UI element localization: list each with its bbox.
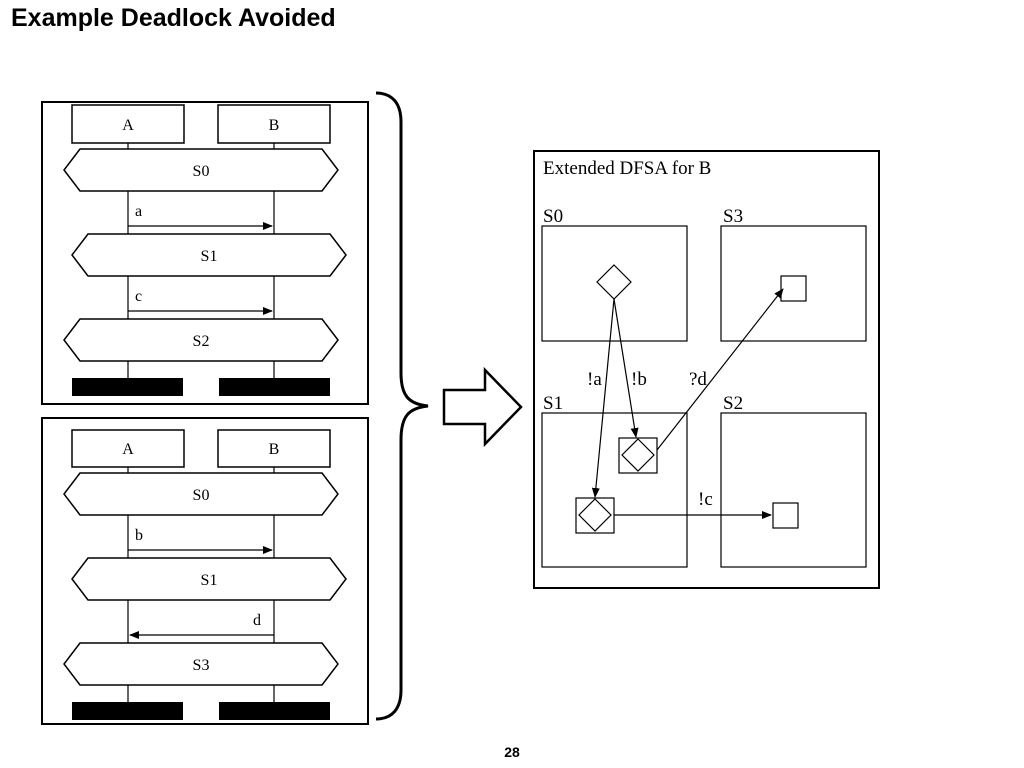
process-end-bar-a xyxy=(72,378,183,396)
transition-label-d: ?d xyxy=(689,369,707,390)
state-label: S0 xyxy=(193,163,210,180)
process-header-a xyxy=(71,429,185,468)
dfsa-panel: Extended DFSA for B S0 S3 S1 S2 !a !b ?d… xyxy=(533,150,880,589)
scenario-2-msc: A B S0 b S1 d S3 xyxy=(41,417,369,725)
process-label-b: B xyxy=(269,117,280,134)
transition-arrow-b xyxy=(613,298,639,438)
implies-arrow xyxy=(442,366,523,448)
transition-arrow-d xyxy=(656,288,784,451)
transition-label-b: !b xyxy=(631,369,647,390)
state-label: S1 xyxy=(201,572,218,589)
dfsa-state-label-s2: S2 xyxy=(723,393,743,414)
state-label: S2 xyxy=(193,333,210,350)
process-header-b xyxy=(217,104,331,144)
process-end-bar-b xyxy=(219,702,330,720)
process-label-a: A xyxy=(122,441,134,458)
scenario-1-frame xyxy=(41,101,369,405)
state-condition-s1 xyxy=(71,233,347,277)
transition-label-a: !a xyxy=(587,369,602,390)
slide-title: Example Deadlock Avoided xyxy=(11,4,336,32)
state-condition-s0 xyxy=(63,148,339,192)
state-condition-s2 xyxy=(63,318,339,362)
process-label-a: A xyxy=(122,117,134,134)
message-label: c xyxy=(135,288,142,305)
dfsa-state-s2 xyxy=(720,412,867,568)
transition-label-c: !c xyxy=(698,489,713,510)
process-end-bar-a xyxy=(72,702,183,720)
dfsa-state-label-s3: S3 xyxy=(723,206,743,227)
message-label: a xyxy=(135,203,142,220)
transition-arrow-a xyxy=(591,298,615,498)
state-condition-s1 xyxy=(71,557,347,601)
node-s2 xyxy=(772,502,799,529)
process-end-bar-b xyxy=(219,378,330,396)
state-label: S3 xyxy=(193,657,210,674)
state-condition-s0 xyxy=(63,472,339,516)
decision-node-s1-b xyxy=(621,438,655,472)
state-label: S1 xyxy=(201,248,218,265)
dfsa-state-label-s0: S0 xyxy=(543,206,563,227)
dfsa-state-s3 xyxy=(720,225,867,342)
process-label-b: B xyxy=(269,441,280,458)
page-number: 28 xyxy=(504,744,520,760)
dfsa-state-s0 xyxy=(541,225,688,342)
state-label: S0 xyxy=(193,487,210,504)
node-s3 xyxy=(780,275,807,302)
dfsa-title: Extended DFSA for B xyxy=(543,158,711,179)
dfsa-state-s1 xyxy=(541,412,688,568)
message-label: d xyxy=(253,612,261,629)
scenario-2-frame xyxy=(41,417,369,725)
message-label: b xyxy=(135,527,143,544)
dfsa-state-label-s1: S1 xyxy=(543,393,563,414)
state-condition-s3 xyxy=(63,642,339,686)
process-header-a xyxy=(71,104,185,144)
decision-node-s1-a xyxy=(578,498,612,532)
grouping-brace xyxy=(375,91,429,721)
scenario-1-msc: A B S0 a S1 c S2 xyxy=(41,101,369,405)
process-header-b xyxy=(217,429,331,468)
